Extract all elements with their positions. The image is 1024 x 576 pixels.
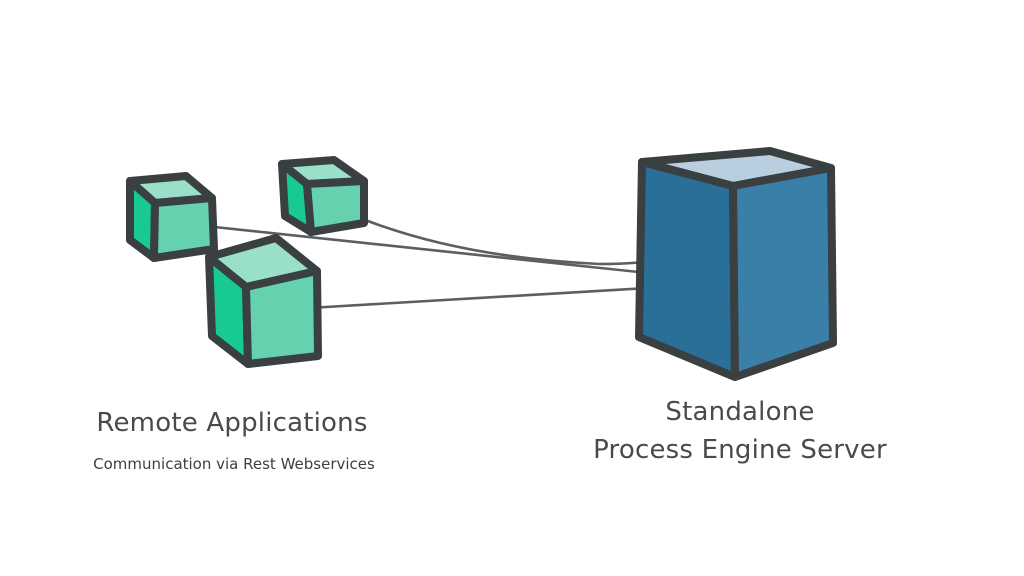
remote-applications-title: Remote Applications [96,408,368,438]
remote-applications-subtitle: Communication via Rest Webservices [93,455,375,473]
cube-front-face [303,177,368,236]
connector-small-cube-to-server [334,206,682,266]
connector-left-cube-to-server [184,222,678,278]
server-front-face [635,158,739,381]
server-box [635,147,837,381]
connector-large-cube-to-server [290,284,684,311]
remote-node-cube-large [205,234,322,368]
server-title-line-2: Process Engine Server [593,435,887,465]
remote-node-cube-left [126,172,218,262]
cube-front-face [150,194,218,262]
remote-node-cube-top [278,156,368,236]
server-title-line-1: Standalone [665,397,815,427]
server-title: Standalone Process Engine Server [560,393,920,469]
server-side-face [729,164,837,381]
cube-front-face [242,267,322,368]
